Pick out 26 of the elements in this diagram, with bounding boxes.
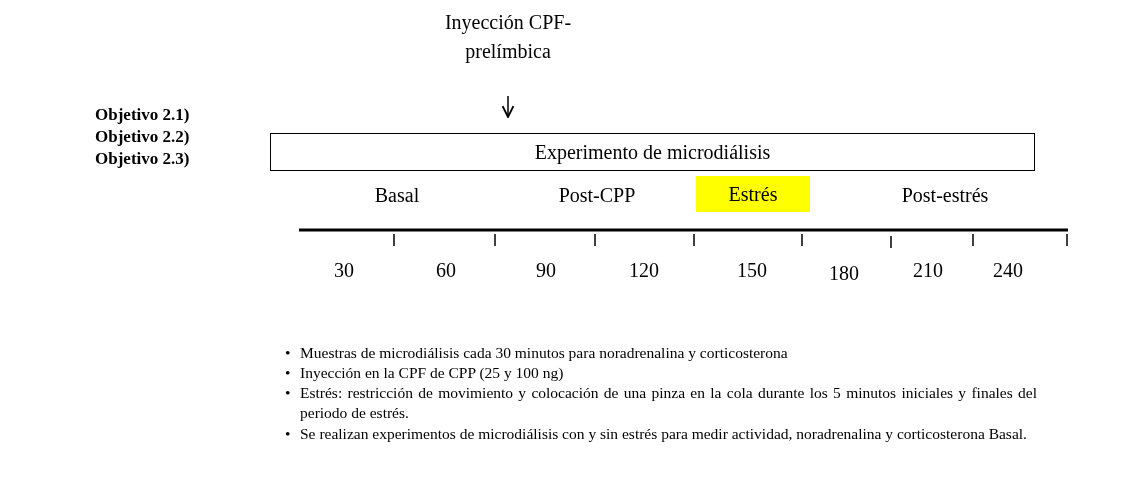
objective-label: Objetivo 2.2) (95, 127, 190, 147)
time-label: 150 (737, 259, 767, 282)
note-text: Se realizan experimentos de microdiálisis con y sin estrés para medir actividad, noradrenalina y corticosterona Basal. (300, 423, 1028, 444)
bullet-mark: • (285, 423, 292, 444)
objective-label: Objetivo 2.3) (95, 149, 190, 169)
phase-label: Post-CPP (558, 184, 636, 207)
experiment-box: Experimento de microdiálisis (270, 133, 1035, 171)
time-label: 120 (629, 259, 659, 282)
phase-label: Basal (374, 184, 420, 207)
phase-label: Post-estrés (901, 184, 989, 207)
time-label: 240 (993, 259, 1023, 282)
time-label: 60 (436, 259, 456, 282)
time-label: 180 (829, 262, 859, 285)
time-label: 90 (536, 259, 556, 282)
note-text: Muestras de microdiálisis cada 30 minutos para noradrenalina y corticosterona (300, 343, 789, 363)
objective-label: Objetivo 2.1) (95, 105, 190, 125)
arrow (501, 95, 515, 118)
time-label: 210 (913, 259, 943, 282)
note-text: Estrés: restricción de movimiento y colocación de una pinza en la cola durante los 5 minutos iniciales y finales del periodo de estrés. (300, 383, 1037, 424)
bullet-mark: • (285, 343, 292, 363)
highlight-box: Estrés (696, 176, 810, 212)
bullet-mark: • (285, 383, 292, 404)
time-label: 30 (334, 259, 354, 282)
note-text: Inyección en la CPF de CPP (25 y 100 ng) (300, 363, 565, 384)
node-text: Inyección CPF- prelímbica (433, 0, 583, 74)
bullet-mark: • (285, 363, 292, 384)
